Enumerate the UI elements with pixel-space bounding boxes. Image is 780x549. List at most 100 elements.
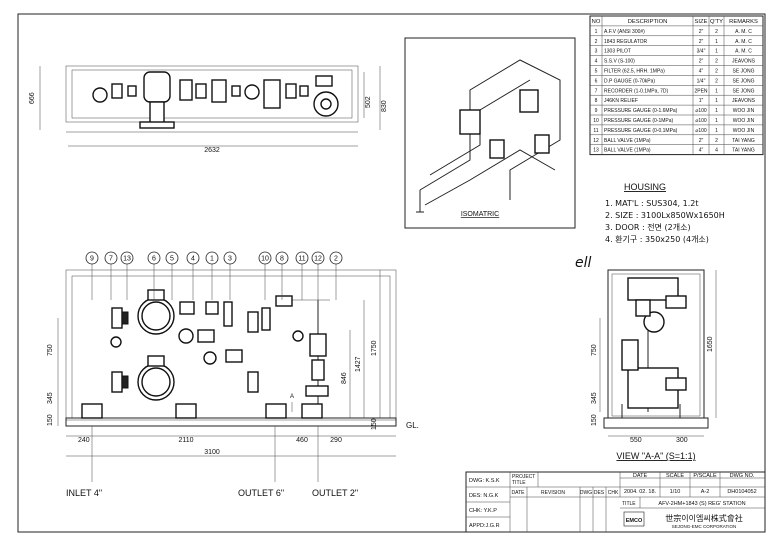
bom-cell: BALL VALVE (1MPa): [604, 148, 651, 154]
item-balloon: [120, 251, 134, 265]
side-dim-300: 300: [676, 437, 688, 444]
item-balloon-number: 7: [109, 256, 113, 263]
bom-cell: A. M. C: [735, 39, 752, 45]
isometric-label: ISOMATRIC: [461, 211, 499, 218]
bom-cell: TAI YANG: [732, 138, 755, 144]
side-view: 750 345 150 1650 550 300 VIEW "A-A" (S=1…: [591, 269, 717, 461]
item-balloon-number: 12: [314, 256, 322, 263]
housing-line-3: 3. DOOR : 전면 (2개소): [605, 222, 691, 232]
item-balloon: [223, 251, 237, 265]
bom-cell: 1843 REGULATOR: [604, 39, 648, 45]
bom-header-cell: Q'TY: [710, 19, 723, 25]
side-dim-150: 150: [591, 414, 598, 426]
tb-title-row-label: TITLE: [622, 501, 636, 507]
tb-date-label: DATE: [633, 473, 648, 479]
tb-pscale-label: P/SCALE: [693, 473, 717, 479]
bom-cell: PRESSURE GAUGE (0-0.1MPa): [604, 128, 678, 134]
bom-cell: 2": [699, 29, 704, 35]
bom-cell: 2: [595, 39, 598, 45]
company-sub: SEJONG-EMC CORPORATION: [672, 524, 736, 529]
front-dim-150: 150: [47, 414, 54, 426]
tb-chk: CHK: Y.K.P: [469, 508, 497, 514]
tb-rev-chk: CHK: [608, 490, 619, 496]
front-dim-460: 460: [296, 437, 308, 444]
bom-cell: 2": [699, 39, 704, 45]
tb-pscale-value: A-2: [701, 489, 710, 495]
side-dim-345: 345: [591, 392, 598, 404]
bom-cell: 1: [595, 29, 598, 35]
bom-cell: 1: [715, 88, 718, 94]
bom-cell: 4: [595, 59, 598, 65]
bom-cell: 1: [715, 39, 718, 45]
company-logo: [623, 511, 645, 527]
item-balloon-number: 6: [152, 256, 156, 263]
tb-rev-revision: REVISION: [541, 490, 565, 496]
item-balloon: [275, 251, 289, 265]
front-dim-345: 345: [47, 392, 54, 404]
view-aa-label: VIEW "A-A" (S=1:1): [616, 451, 695, 461]
sheet-frame: [17, 13, 766, 533]
bom-cell: 2": [699, 138, 704, 144]
bom-cell: BALL VALVE (1MPa): [604, 138, 651, 144]
bom-cell: SE JONG: [733, 78, 755, 84]
bom-cell: 1: [715, 108, 718, 114]
top-view: 2632 666 502 830: [29, 65, 388, 154]
item-balloon-number: 1: [210, 256, 214, 263]
item-balloon-number: 8: [280, 256, 284, 263]
bom-cell: 10: [593, 118, 599, 124]
bom-cell: 1: [715, 98, 718, 104]
bom-cell: 3: [595, 49, 598, 55]
tb-title-value: AFV-2HM+1843 (S) REG' STATION: [658, 501, 745, 507]
front-dim-240: 240: [78, 437, 90, 444]
bom-cell: SE JONG: [733, 69, 755, 75]
item-balloon: [165, 251, 179, 265]
bom-cell: FILTER (62.5, HRH. 1MPa): [604, 69, 665, 75]
front-view: A 750 345 150 846 1427 1750 150 GL. 240 …: [47, 269, 419, 498]
front-dim-2110: 2110: [178, 437, 193, 444]
bom-header-cell: SIZE: [695, 19, 708, 25]
bom-cell: 2PEN: [694, 88, 707, 94]
item-balloon-number: 13: [123, 256, 131, 263]
isometric-view: ISOMATRIC: [404, 37, 576, 229]
top-height-r2-dim: 830: [381, 100, 388, 112]
item-balloon: [104, 251, 118, 265]
tb-scale-label: SCALE: [666, 473, 684, 479]
bom-cell: PRESSURE GAUGE (0-1.6MPa): [604, 108, 678, 114]
bom-cell: WOO JIN: [733, 108, 755, 114]
bom-cell: S.S.V (S-100): [604, 59, 635, 65]
housing-notes: HOUSING 1. MAT'L : SUS304, 1.2t 2. SIZE …: [575, 182, 725, 271]
item-balloon-number: 10: [261, 256, 269, 263]
tb-des: DES: N.G.K: [469, 493, 499, 499]
bom-cell: 11: [593, 128, 598, 134]
bom-cell: 7: [595, 88, 598, 94]
item-balloon: [258, 251, 272, 265]
bom-cell: ⌀100: [695, 128, 707, 134]
bom-cell: 4": [699, 148, 704, 154]
front-dim-750: 750: [47, 344, 54, 356]
bom-cell: JEAVONS: [732, 59, 756, 65]
outlet-2-label: OUTLET 2": [312, 488, 358, 498]
side-dim-750: 750: [591, 344, 598, 356]
bom-cell: J46KN RELIEF: [604, 98, 638, 104]
ground-level-label: GL.: [406, 421, 419, 430]
tb-rev-dwg: DWG: [580, 490, 592, 496]
tb-dwgno-value: DH0104052: [727, 489, 756, 495]
bom-cell: 8: [595, 98, 598, 104]
bom-cell: 2: [715, 59, 718, 65]
item-balloon-number: 4: [191, 256, 195, 263]
bom-cell: 1: [715, 118, 718, 124]
tb-rev-des: DES: [594, 490, 605, 496]
housing-line-1: 1. MAT'L : SUS304, 1.2t: [605, 199, 698, 208]
tb-dwgno-label: DWG NO.: [730, 473, 755, 479]
bom-cell: 2": [699, 59, 704, 65]
bom-header-cell: DESCRIPTION: [628, 19, 668, 25]
housing-line-2: 2. SIZE : 3100Lx850Wx1650H: [605, 211, 725, 220]
top-height-r1-dim: 502: [365, 96, 372, 108]
item-balloon: [295, 251, 309, 265]
bom-cell: 6: [595, 78, 598, 84]
signature: ell: [575, 255, 592, 271]
bom-cell: 5: [595, 69, 598, 75]
bom-cell: 2: [715, 78, 718, 84]
item-balloon: [85, 251, 99, 265]
